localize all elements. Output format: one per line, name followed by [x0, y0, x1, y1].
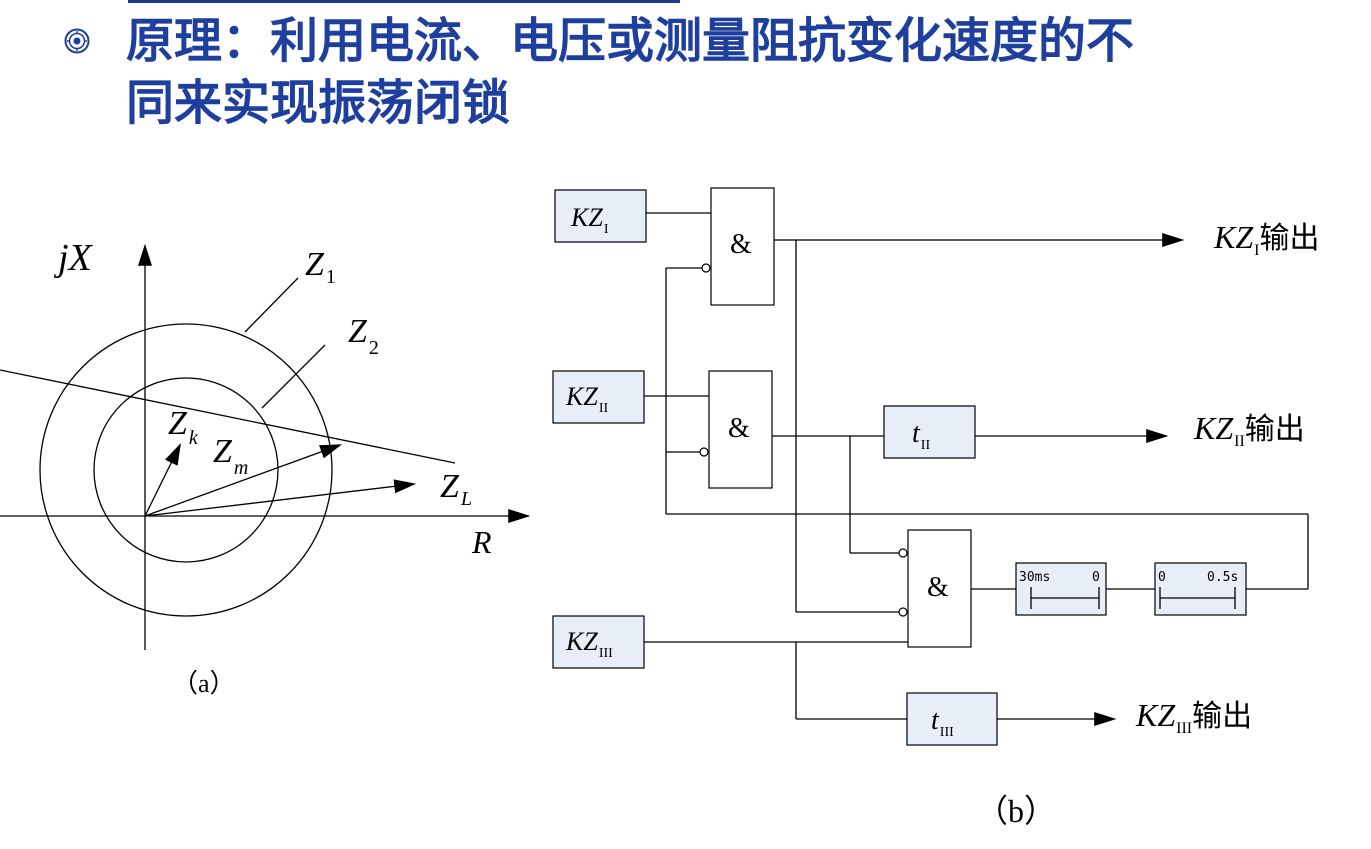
fig-a-impedance-plane — [0, 243, 531, 650]
svg-text:&: & — [730, 229, 752, 260]
title-top-rule — [128, 0, 680, 3]
svg-text:30ms: 30ms — [1019, 570, 1050, 585]
t3-delay-box: tIII — [906, 692, 998, 746]
kz1-output-label: KZI输出 — [1213, 219, 1319, 259]
r-axis-label: R — [471, 524, 492, 560]
slide-title: 原理：利用电流、电压或测量阻抗变化速度的不 同来实现振荡闭锁 — [126, 10, 1326, 134]
svg-text:KZIII: KZIII — [565, 627, 613, 661]
fig-b-caption: （b） — [976, 793, 1056, 829]
svg-text:tII: tII — [912, 418, 930, 453]
seal-bullet-icon — [64, 28, 90, 54]
zm-vector — [144, 444, 343, 517]
svg-text:0.5s: 0.5s — [1207, 570, 1238, 585]
and-gate-2: & — [708, 370, 773, 489]
fig-a-caption: （a） — [172, 669, 236, 698]
svg-text:KZII: KZII — [565, 382, 608, 416]
kz3-box: KZIII — [552, 615, 645, 669]
zk-vector — [144, 443, 181, 517]
and3-negated-input-2 — [898, 607, 908, 617]
z2-leader — [261, 344, 326, 409]
zl-vector — [144, 479, 417, 517]
negation-bubbles — [699, 263, 908, 617]
slide-title-line-2: 同来实现振荡闭锁 — [126, 75, 511, 131]
z1-leader — [244, 277, 299, 333]
timer-30ms-box: 30ms 0 — [1015, 562, 1107, 616]
svg-text:KZI: KZI — [570, 203, 609, 237]
svg-text:0: 0 — [1158, 570, 1166, 585]
kz1-box: KZI — [554, 189, 647, 243]
timer-0.5s-box: 0 0.5s — [1154, 562, 1247, 616]
z1-circle — [39, 323, 333, 617]
and1-negated-input — [701, 263, 711, 273]
kz3-output-label: KZIII输出 — [1135, 697, 1252, 737]
slide-title-line-1: 原理：利用电流、电压或测量阻抗变化速度的不 — [126, 13, 1135, 69]
swing-trajectory-line — [0, 369, 456, 464]
svg-text:&: & — [927, 572, 949, 603]
svg-text:0: 0 — [1092, 570, 1100, 585]
kz2-output-label: KZII输出 — [1193, 410, 1305, 450]
jx-axis-label: jX — [53, 237, 94, 279]
z2-circle — [93, 377, 279, 563]
and-gate-1: & — [710, 187, 775, 306]
svg-text:tIII: tIII — [931, 705, 954, 740]
and-gate-3: & — [907, 529, 972, 648]
t2-delay-box: tII — [883, 405, 976, 459]
and2-negated-input — [699, 447, 709, 457]
svg-text:&: & — [728, 413, 750, 444]
kz2-box: KZII — [552, 370, 645, 424]
fig-b-wires — [644, 212, 1309, 726]
and3-negated-input-1 — [898, 548, 908, 558]
